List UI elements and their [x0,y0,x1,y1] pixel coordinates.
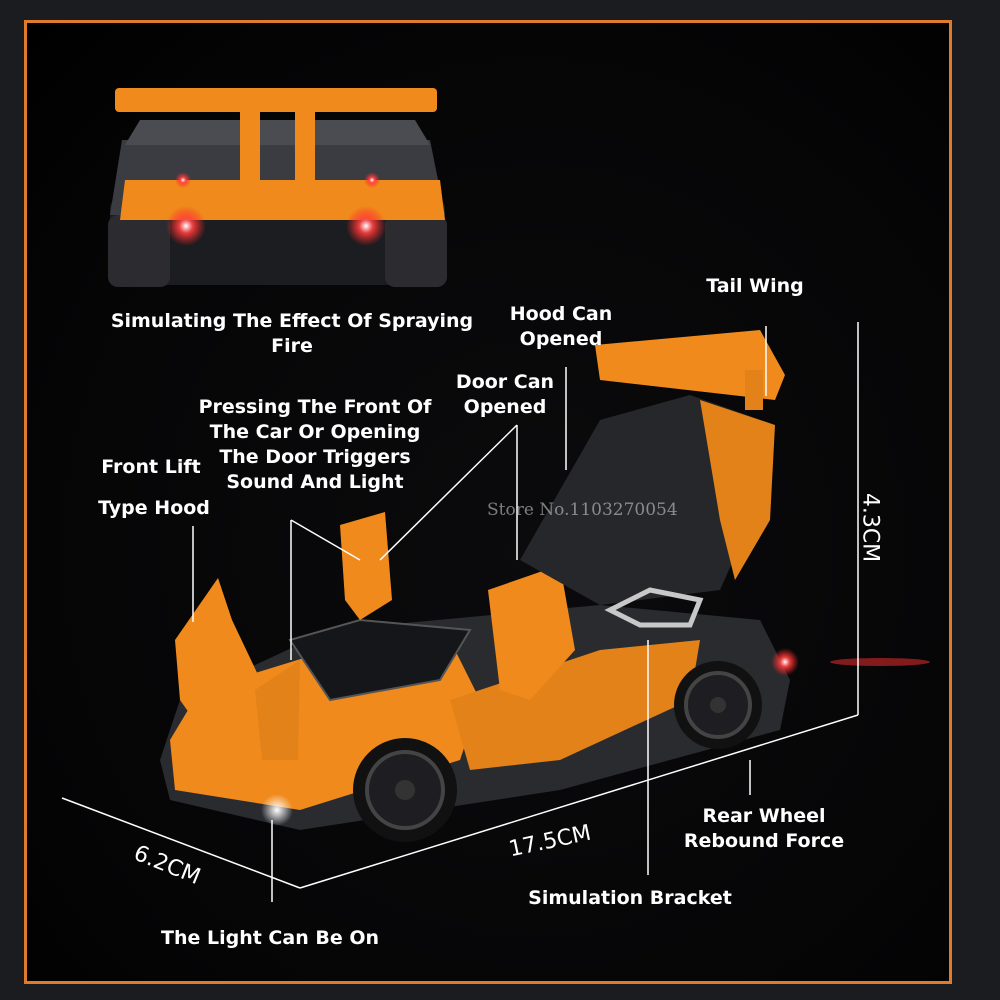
label-tail-wing: Tail Wing [706,275,804,297]
label-hood-can-opened: Hood Can Opened [509,303,613,350]
callout-lines [61,322,859,902]
label-simulation-bracket: Simulation Bracket [528,887,732,909]
label-pressing-front: Pressing The Front Of The Car Or Opening… [198,396,432,493]
label-door-can-opened: Door Can Opened [455,371,555,418]
dimension-height: 4.3CM [857,492,883,563]
label-front-lift: Front Lift [101,456,201,478]
label-spraying-fire: Simulating The Effect Of Spraying Fire [110,310,474,357]
label-rear-wheel: Rear Wheel Rebound Force [683,805,845,852]
main-car [160,330,930,842]
store-watermark: Store No.1103270054 [487,500,678,520]
label-type-hood: Type Hood [98,497,210,519]
taillight [771,648,799,676]
exhaust-light-left [166,206,206,246]
exhaust-light-right [346,206,386,246]
label-light-on: The Light Can Be On [161,927,379,949]
rear-view-car [108,88,447,287]
headlight [261,794,293,826]
